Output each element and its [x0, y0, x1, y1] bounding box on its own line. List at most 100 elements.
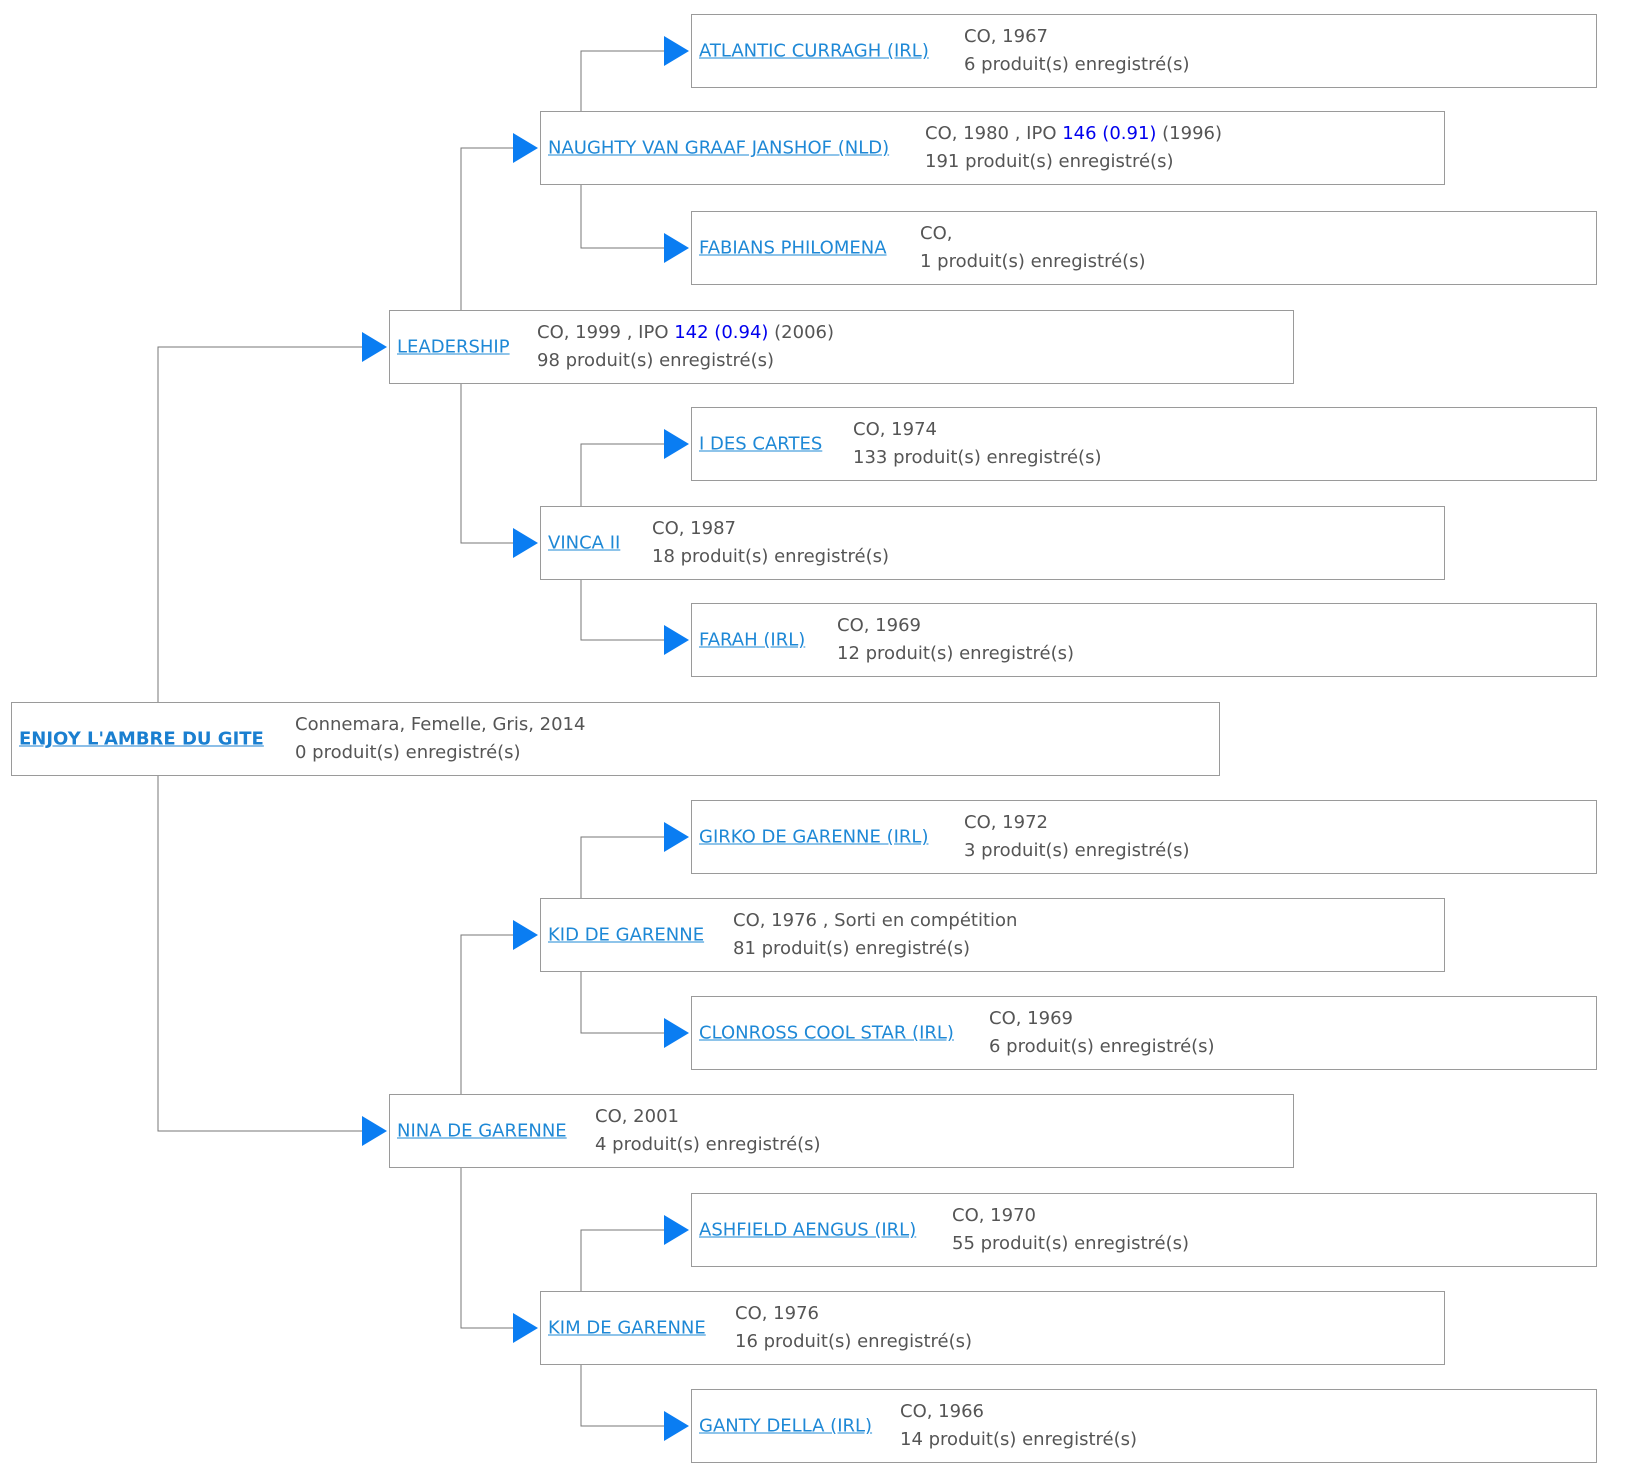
arrow-icon	[362, 332, 387, 362]
horse-details: CO, 1972	[964, 809, 1190, 837]
horse-name-link[interactable]: KID DE GARENNE	[548, 924, 705, 946]
horse-card-mp: KID DE GARENNE CO, 1976 , Sorti en compét…	[540, 898, 1445, 972]
horse-card-pmp: I DES CARTES CO, 1974 133 produit(s) enreg…	[691, 407, 1597, 481]
connector-line-mmp	[580, 1229, 664, 1291]
detail-text: CO, 1972	[964, 812, 1048, 833]
horse-card-mmp: ASHFIELD AENGUS (IRL) CO, 1970 55 produit(…	[691, 1193, 1597, 1267]
offspring-count: 4 produit(s) enregistré(s)	[595, 1134, 821, 1155]
horse-details: CO, 1969	[989, 1005, 1215, 1033]
arrow-icon	[664, 822, 689, 852]
arrow-icon	[664, 36, 689, 66]
horse-details: CO, 1969	[837, 612, 1074, 640]
horse-name-link[interactable]: GIRKO DE GARENNE (IRL)	[699, 826, 929, 848]
horse-name-link[interactable]: I DES CARTES	[699, 433, 823, 455]
detail-text: CO, 2001	[595, 1106, 679, 1127]
offspring-count: 55 produit(s) enregistré(s)	[952, 1233, 1190, 1254]
horse-name-link[interactable]: ATLANTIC CURRAGH (IRL)	[699, 40, 929, 62]
horse-details: CO,	[920, 220, 1146, 248]
connector-line-pmp	[580, 443, 664, 506]
horse-name-link[interactable]: ENJOY L'AMBRE DU GITE	[19, 728, 264, 750]
connector-line-mpm	[580, 972, 664, 1034]
arrow-icon	[513, 920, 538, 950]
arrow-icon	[664, 1411, 689, 1441]
horse-info: CO, 1 produit(s) enregistré(s)	[920, 220, 1146, 276]
arrow-icon	[664, 1215, 689, 1245]
detail-text: Connemara, Femelle, Gris, 2014	[295, 714, 586, 735]
connector-line-mpp	[580, 836, 664, 898]
detail-text: CO, 1974	[853, 419, 937, 440]
horse-card-ppp: ATLANTIC CURRAGH (IRL) CO, 1967 6 produit(…	[691, 14, 1597, 88]
horse-info: CO, 1967 6 produit(s) enregistré(s)	[964, 23, 1190, 79]
horse-name-link[interactable]: CLONROSS COOL STAR (IRL)	[699, 1022, 954, 1044]
horse-details: CO, 1967	[964, 23, 1190, 51]
horse-card-p: LEADERSHIP CO, 1999 , IPO 142 (0.94) (200…	[389, 310, 1294, 384]
offspring-count: 0 produit(s) enregistré(s)	[295, 742, 521, 763]
offspring-count: 16 produit(s) enregistré(s)	[735, 1331, 973, 1352]
detail-text: (1996)	[1156, 123, 1222, 144]
connector-line-ppp	[580, 50, 664, 111]
connector-line-p	[157, 346, 362, 702]
horse-name-link[interactable]: KIM DE GARENNE	[548, 1317, 706, 1339]
connector-line-m	[157, 776, 362, 1132]
detail-text: CO, 1969	[989, 1008, 1073, 1029]
horse-info: CO, 1966 14 produit(s) enregistré(s)	[900, 1398, 1137, 1454]
offspring-count: 81 produit(s) enregistré(s)	[733, 938, 971, 959]
horse-card-m: NINA DE GARENNE CO, 2001 4 produit(s) enre…	[389, 1094, 1294, 1168]
detail-text: CO, 1976	[735, 1303, 819, 1324]
arrow-icon	[664, 625, 689, 655]
detail-text: CO, 1966	[900, 1401, 984, 1422]
horse-info: CO, 1970 55 produit(s) enregistré(s)	[952, 1202, 1189, 1258]
horse-details: CO, 2001	[595, 1103, 821, 1131]
offspring-count: 6 produit(s) enregistré(s)	[964, 54, 1190, 75]
horse-info: CO, 1976 16 produit(s) enregistré(s)	[735, 1300, 972, 1356]
horse-info: Connemara, Femelle, Gris, 2014 0 produit(…	[295, 711, 585, 767]
offspring-count: 191 produit(s) enregistré(s)	[925, 151, 1174, 172]
horse-name-link[interactable]: FABIANS PHILOMENA	[699, 237, 887, 259]
horse-name-link[interactable]: GANTY DELLA (IRL)	[699, 1415, 873, 1437]
horse-card-root: ENJOY L'AMBRE DU GITE Connemara, Femelle,…	[11, 702, 1220, 776]
horse-details: CO, 1976 , Sorti en compétition	[733, 907, 1017, 935]
horse-info: CO, 1976 , Sorti en compétition 81 produi…	[733, 907, 1017, 963]
horse-info: CO, 1974 133 produit(s) enregistré(s)	[853, 416, 1101, 472]
horse-details: CO, 1976	[735, 1300, 972, 1328]
offspring-count: 1 produit(s) enregistré(s)	[920, 251, 1146, 272]
connector-line-pp	[460, 147, 513, 310]
arrow-icon	[513, 1313, 538, 1343]
horse-card-mpm: CLONROSS COOL STAR (IRL) CO, 1969 6 produi…	[691, 996, 1597, 1070]
arrow-icon	[362, 1116, 387, 1146]
arrow-icon	[664, 1018, 689, 1048]
horse-details: CO, 1980 , IPO 146 (0.91) (1996)	[925, 120, 1222, 148]
offspring-count: 14 produit(s) enregistré(s)	[900, 1429, 1138, 1450]
horse-details: CO, 1987	[652, 515, 889, 543]
horse-name-link[interactable]: VINCA II	[548, 532, 621, 554]
horse-name-link[interactable]: NAUGHTY VAN GRAAF JANSHOF (NLD)	[548, 137, 890, 159]
ipo-score: 142 (0.94)	[674, 322, 769, 343]
detail-text: CO, 1999 , IPO	[537, 322, 675, 343]
detail-text: (2006)	[768, 322, 834, 343]
offspring-count: 133 produit(s) enregistré(s)	[853, 447, 1102, 468]
horse-name-link[interactable]: ASHFIELD AENGUS (IRL)	[699, 1219, 917, 1241]
arrow-icon	[513, 528, 538, 558]
horse-details: CO, 1999 , IPO 142 (0.94) (2006)	[537, 319, 834, 347]
horse-details: CO, 1966	[900, 1398, 1137, 1426]
arrow-icon	[664, 233, 689, 263]
offspring-count: 6 produit(s) enregistré(s)	[989, 1036, 1215, 1057]
detail-text: CO, 1980 , IPO	[925, 123, 1063, 144]
horse-name-link[interactable]: NINA DE GARENNE	[397, 1120, 567, 1142]
offspring-count: 98 produit(s) enregistré(s)	[537, 350, 775, 371]
arrow-icon	[513, 133, 538, 163]
connector-line-mmm	[580, 1365, 664, 1427]
horse-name-link[interactable]: LEADERSHIP	[397, 336, 510, 358]
horse-name-link[interactable]: FARAH (IRL)	[699, 629, 806, 651]
horse-info: CO, 1969 6 produit(s) enregistré(s)	[989, 1005, 1215, 1061]
detail-text: CO, 1987	[652, 518, 736, 539]
horse-card-pp: NAUGHTY VAN GRAAF JANSHOF (NLD) CO, 1980 …	[540, 111, 1445, 185]
horse-info: CO, 1980 , IPO 146 (0.91) (1996) 191 prod…	[925, 120, 1222, 176]
detail-text: CO,	[920, 223, 953, 244]
horse-details: CO, 1974	[853, 416, 1101, 444]
detail-text: CO, 1967	[964, 26, 1048, 47]
detail-text: CO, 1970	[952, 1205, 1036, 1226]
